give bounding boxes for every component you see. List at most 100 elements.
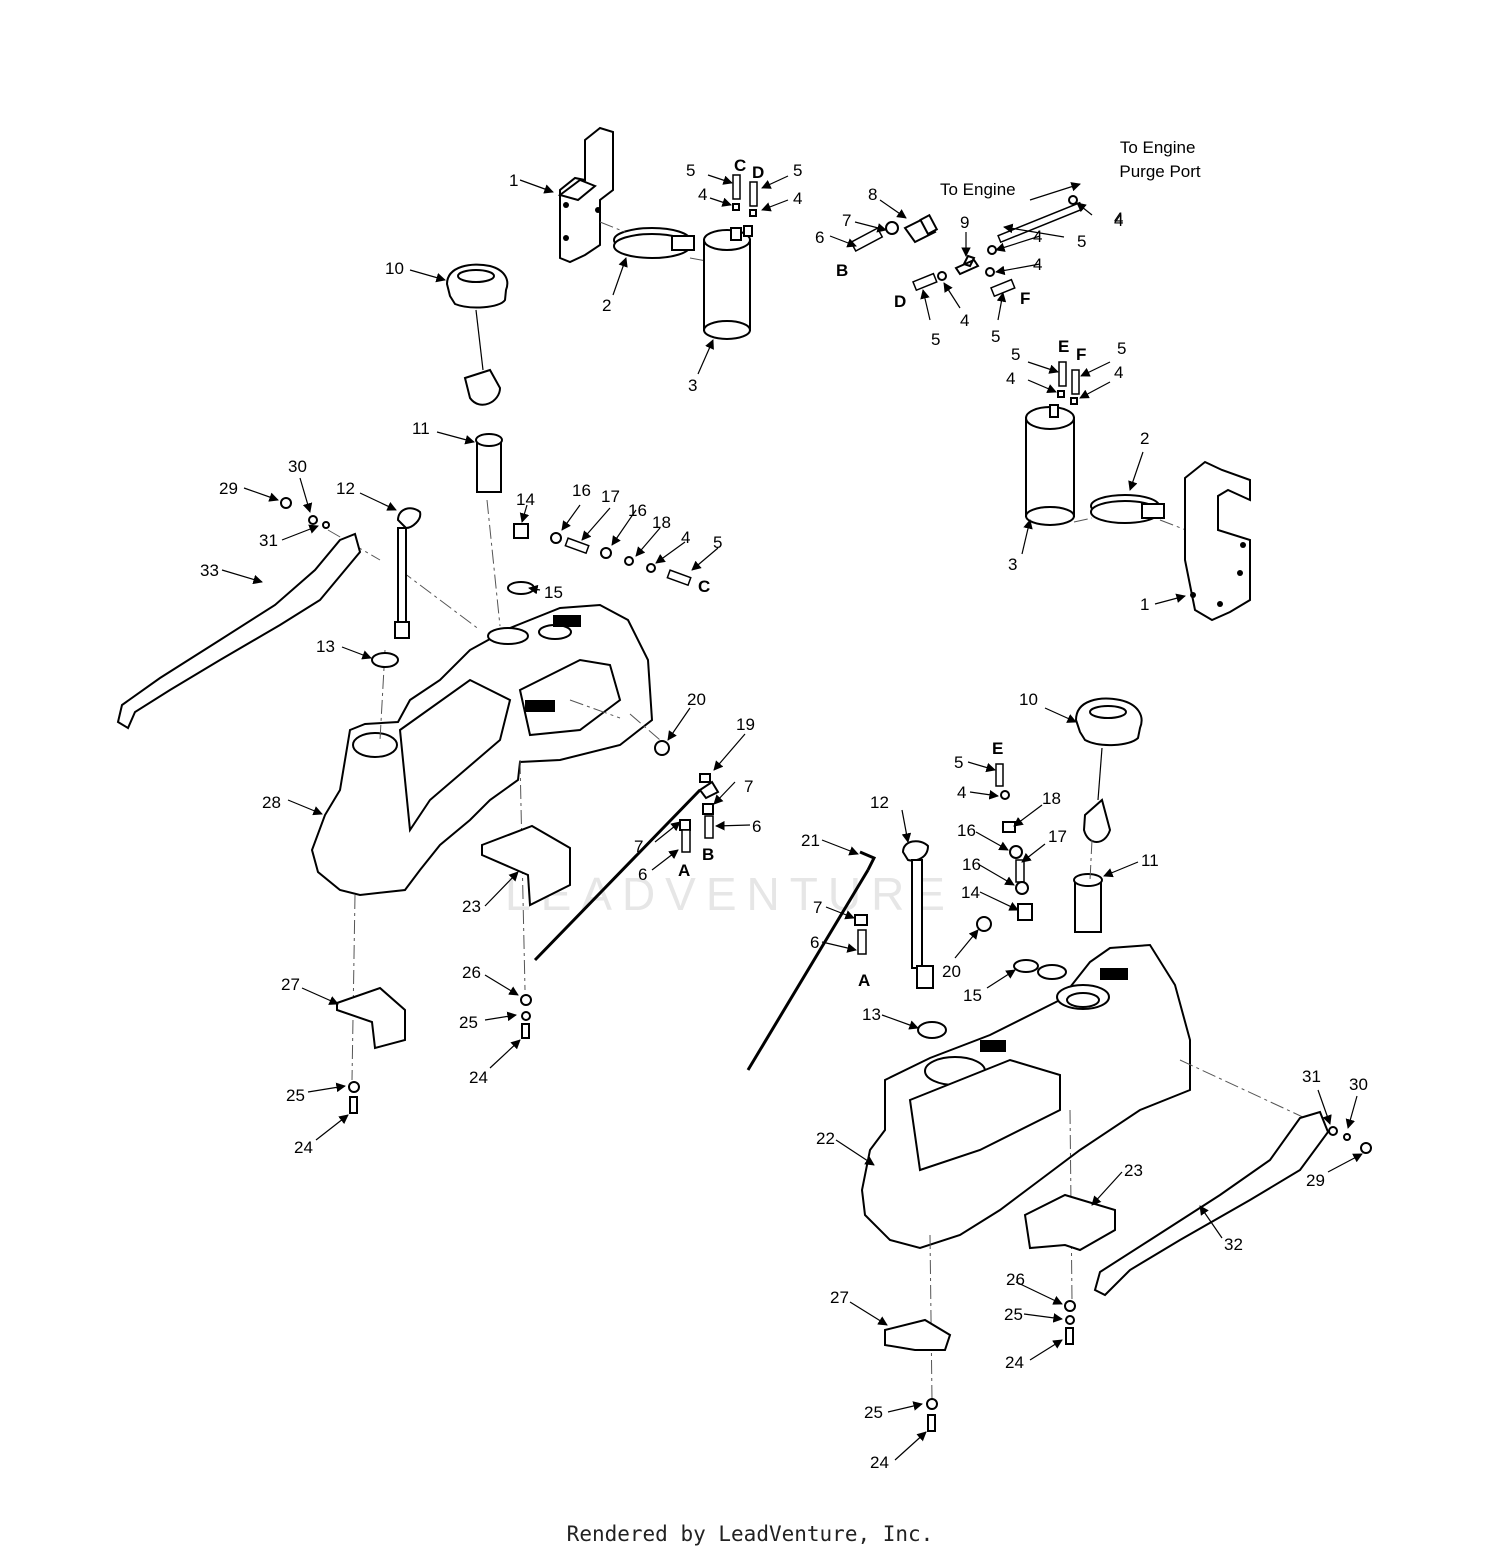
letter-label: A	[858, 971, 870, 990]
letter-label: C	[734, 156, 746, 175]
callout: 10	[385, 259, 404, 278]
callout: 20	[942, 962, 961, 981]
mount-bracket-left-23	[481, 824, 571, 907]
callout: 33	[200, 561, 219, 580]
callout: 12	[336, 479, 355, 498]
callout: 4	[1033, 255, 1042, 274]
letter-label: F	[1020, 289, 1030, 308]
callout: 13	[316, 637, 335, 656]
callout: 16	[628, 501, 647, 520]
callout: 5	[793, 161, 802, 180]
letter-label: D	[752, 163, 764, 182]
callout: 30	[1349, 1075, 1368, 1094]
callout: 26	[462, 963, 481, 982]
callout: 24	[870, 1453, 889, 1472]
callout: 26	[1006, 1270, 1025, 1289]
callout: 16	[572, 481, 591, 500]
letter-label: E	[1058, 337, 1069, 356]
callout: 25	[864, 1403, 883, 1422]
callout: 31	[1302, 1067, 1321, 1086]
callout: 4	[698, 185, 707, 204]
callout: 7	[744, 777, 753, 796]
callout: 22	[816, 1129, 835, 1148]
filler-neck-right	[1073, 873, 1103, 933]
callout: 10	[1019, 690, 1038, 709]
callout: 4	[1114, 209, 1123, 228]
callout: 4	[681, 528, 690, 547]
callout: 27	[281, 975, 300, 994]
callout: 29	[1306, 1171, 1325, 1190]
callout: 13	[862, 1005, 881, 1024]
callout: 20	[687, 690, 706, 709]
letter-label: B	[702, 845, 714, 864]
callout: 2	[602, 296, 611, 315]
canister-assembly-left	[557, 126, 758, 340]
callout: 12	[870, 793, 889, 812]
bracket-right	[1184, 460, 1251, 622]
callout: 5	[931, 330, 940, 349]
callout: 6	[638, 865, 647, 884]
mount-bracket-right-23	[1023, 1193, 1116, 1252]
callout: 3	[688, 376, 697, 395]
callout: 5	[1077, 232, 1086, 251]
callout: 24	[469, 1068, 488, 1087]
callout: 28	[262, 793, 281, 812]
callout: 19	[736, 715, 755, 734]
callout: 21	[801, 831, 820, 850]
callout: 4	[1114, 363, 1123, 382]
callout: 27	[830, 1288, 849, 1307]
canister-right	[1025, 404, 1075, 526]
note-to-engine: To Engine	[940, 180, 1016, 199]
callout: 4	[957, 783, 966, 802]
callout: 18	[1042, 789, 1061, 808]
callout: 23	[1124, 1161, 1143, 1180]
callout: 25	[459, 1013, 478, 1032]
callout: 6	[815, 228, 824, 247]
callout: 15	[544, 583, 563, 602]
callout: 32	[1224, 1235, 1243, 1254]
decal-right	[1093, 1110, 1330, 1297]
callout: 4	[1006, 369, 1015, 388]
callout: 3	[1008, 555, 1017, 574]
callout: 4	[960, 311, 969, 330]
callout: 4	[1033, 227, 1042, 246]
callout: 16	[957, 821, 976, 840]
callout: 4	[793, 189, 802, 208]
callout: 14	[516, 490, 535, 509]
callout: 5	[686, 161, 695, 180]
callout: 24	[1005, 1353, 1024, 1372]
letter-label: F	[1076, 345, 1086, 364]
letter-label: E	[992, 739, 1003, 758]
callout: 25	[286, 1086, 305, 1105]
callouts-right: 4 5 6 7 8 9 4 4 5 5 4 4 5 5 4 4 2 3 1 10…	[801, 185, 1368, 1472]
hose-assembly-right	[850, 195, 1251, 622]
callout: 14	[961, 883, 980, 902]
callout: 6	[752, 817, 761, 836]
callout: 1	[509, 171, 518, 190]
letter-label: A	[678, 861, 690, 880]
callout: 9	[960, 213, 969, 232]
callout: 5	[1117, 339, 1126, 358]
fuel-tank-right	[746, 697, 1372, 1432]
note-purge-line-2: Purge Port	[1119, 162, 1201, 181]
note-purge-line-1: To Engine	[1120, 138, 1196, 157]
callout: 24	[294, 1138, 313, 1157]
callout: 11	[412, 419, 430, 438]
callout: 5	[954, 753, 963, 772]
callout: 7	[842, 211, 851, 230]
mount-bracket-right-27	[884, 1318, 952, 1351]
callout: 16	[962, 855, 981, 874]
mount-bracket-left-27	[336, 986, 406, 1050]
callout: 4	[1114, 211, 1123, 230]
letter-label: B	[836, 261, 848, 280]
callout: 18	[652, 513, 671, 532]
leader-arrows	[221, 174, 1363, 1461]
callout: 31	[259, 531, 278, 550]
callout: 7	[813, 898, 822, 917]
callout: 5	[713, 533, 722, 552]
hose-letters: C D B D F E F C A B E A	[678, 156, 1086, 990]
note-to-engine-purge-port: To Engine Purge Port	[1119, 138, 1201, 181]
callout: 17	[601, 487, 620, 506]
callout: 17	[1048, 827, 1067, 846]
